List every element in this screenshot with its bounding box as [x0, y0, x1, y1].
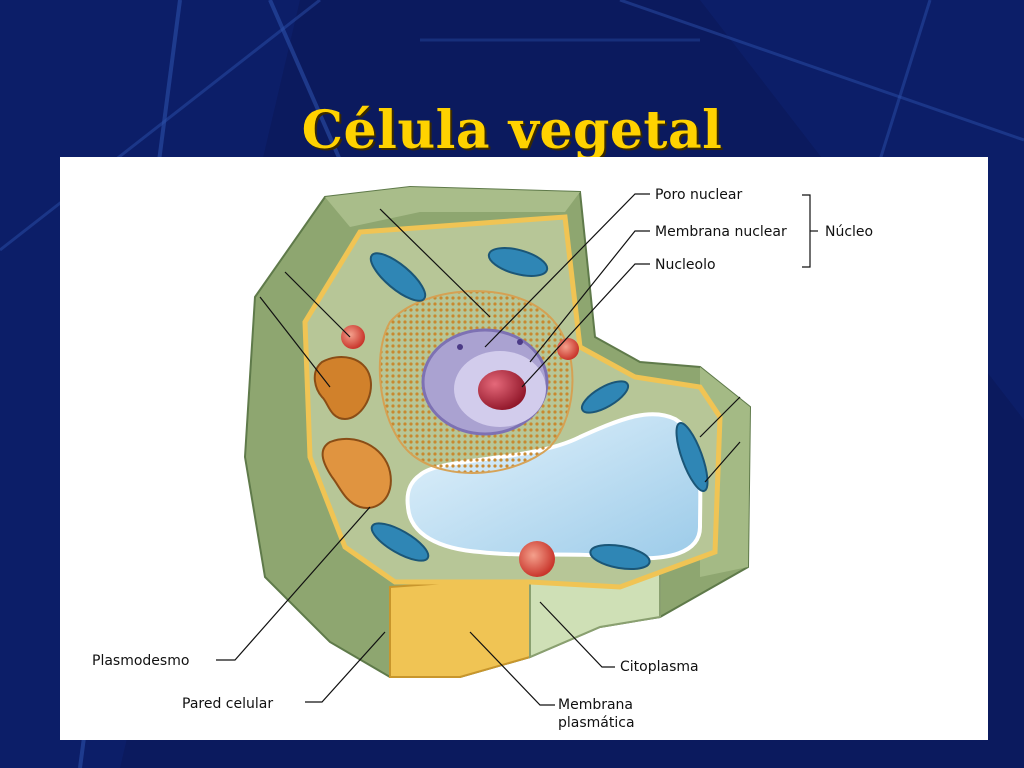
slide-title: Célula vegetal [301, 100, 723, 161]
nucleolus [478, 370, 526, 410]
label-membrana-plasmatica-line1: Membrana [558, 697, 633, 713]
mitochondria [369, 247, 709, 571]
label-membrana-plasmatica-line2: plasmática [558, 715, 635, 731]
label-pared-celular: Pared celular [182, 696, 273, 712]
label-nucleolo: Nucleolo [655, 257, 716, 273]
label-membrana-nuclear: Membrana nuclear [655, 224, 787, 240]
plant-cell-diagram: Poro nuclear Membrana nuclear Nucleolo N… [92, 185, 873, 731]
label-nucleo: Núcleo [825, 224, 873, 240]
label-plasmodesmo: Plasmodesmo [92, 653, 189, 669]
golgi-apparatus [313, 356, 392, 509]
label-poro-nuclear: Poro nuclear [655, 187, 742, 203]
nucleus [421, 328, 549, 436]
vacuole [405, 412, 703, 561]
diagram-panel: Poro nuclear Membrana nuclear Nucleolo N… [60, 157, 988, 740]
label-citoplasma: Citoplasma [620, 659, 699, 675]
leader-lines [216, 193, 818, 706]
